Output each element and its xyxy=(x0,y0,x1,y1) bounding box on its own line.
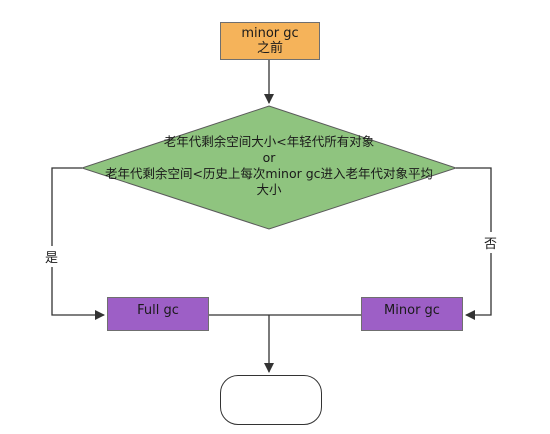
minor-gc-node: Minor gc xyxy=(361,297,463,331)
yes-edge-label: 是 xyxy=(45,246,59,267)
decision-line3: 老年代剩余空间<历史上每次minor gc进入老年代对象平均 xyxy=(104,166,434,181)
start-node: minor gc 之前 xyxy=(220,22,320,60)
no-edge-label: 否 xyxy=(484,232,498,253)
decision-line4: 大小 xyxy=(256,182,282,197)
full-gc-label: Full gc xyxy=(137,303,179,318)
decision-diamond xyxy=(80,105,458,230)
start-node-line1: minor gc xyxy=(241,26,299,41)
end-terminal-node xyxy=(220,375,322,425)
decision-node-text: 老年代剩余空间大小<年轻代所有对象 or 老年代剩余空间<历史上每次minor … xyxy=(86,134,452,198)
decision-line2: or xyxy=(262,150,276,165)
minor-gc-label: Minor gc xyxy=(384,303,440,318)
edge-yes-to-full-gc xyxy=(51,167,105,320)
start-node-line2: 之前 xyxy=(256,41,283,56)
decision-line1: 老年代剩余空间大小<年轻代所有对象 xyxy=(163,134,375,149)
full-gc-node: Full gc xyxy=(107,297,209,331)
